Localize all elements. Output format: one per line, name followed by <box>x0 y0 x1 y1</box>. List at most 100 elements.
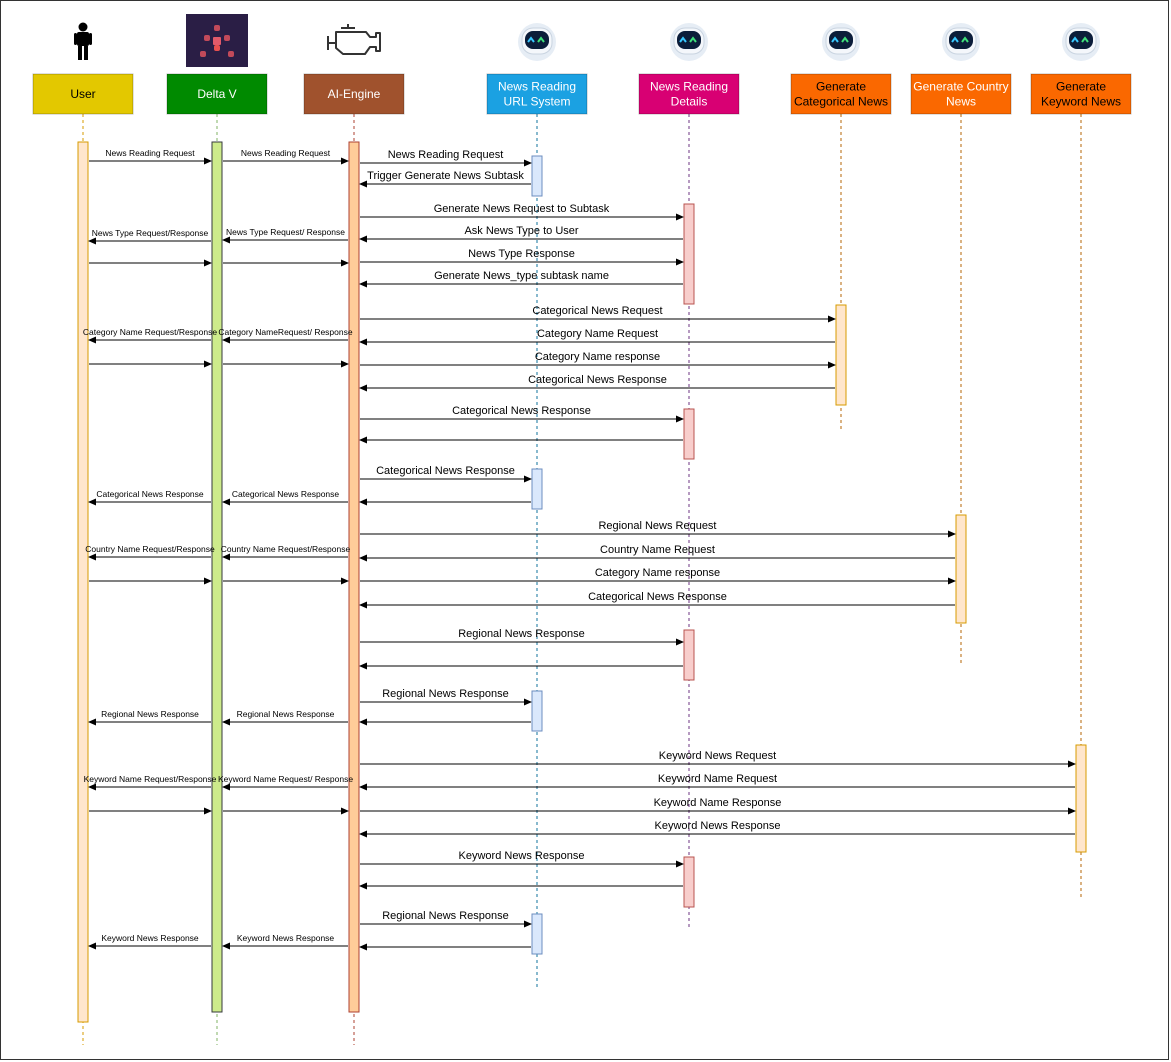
robot-icon <box>670 23 708 61</box>
message-arrow: Keyword News Response <box>360 850 684 868</box>
participant-ai[interactable]: AI-Engine <box>303 24 405 115</box>
participant-user[interactable]: User <box>32 22 134 115</box>
participant-label-details: Details <box>671 95 708 109</box>
message-arrow: Keyword Name Request/Response <box>84 774 217 791</box>
message-label: Category Name response <box>595 567 720 579</box>
participant-box-ai[interactable] <box>303 73 405 115</box>
activation-bar-country <box>955 514 967 624</box>
activation-bar-url <box>531 155 543 197</box>
message-label: News Type Request/ Response <box>226 227 345 237</box>
message-arrow: Categorical News Response <box>359 374 835 392</box>
participant-label-cat: Categorical News <box>794 95 888 109</box>
message-arrow: Category Name response <box>360 567 956 585</box>
message-arrow: Categorical News Response <box>360 405 684 423</box>
participant-label-url: News Reading <box>498 80 576 94</box>
message-arrow: Category Name Request <box>359 328 835 346</box>
participant-label-details: News Reading <box>650 80 728 94</box>
robot-icon <box>1062 23 1100 61</box>
message-arrow: Keyword Name Request/ Response <box>218 774 353 791</box>
message-label: Keyword News Response <box>237 933 335 943</box>
activation-bar-details <box>683 629 695 681</box>
message-arrow: Regional News Response <box>88 709 211 726</box>
message-label: Category NameRequest/ Response <box>218 327 352 337</box>
message-arrow: Categorical News Request <box>360 305 836 323</box>
message-arrow: Categorical News Response <box>360 465 532 483</box>
participant-box-details[interactable] <box>638 73 740 115</box>
participant-label-cat: Generate <box>816 80 866 94</box>
message-label: Categorical News Request <box>532 305 662 317</box>
participant-box-country[interactable] <box>910 73 1012 115</box>
message-label: Keyword Name Request <box>658 773 777 785</box>
message-label: Keyword Name Response <box>654 797 782 809</box>
activation-bar-cat <box>835 304 847 406</box>
message-arrow: Regional News Response <box>360 628 684 646</box>
participant-box-keyword[interactable] <box>1030 73 1132 115</box>
participant-label-country: News <box>946 95 976 109</box>
message-label: Category Name Request/Response <box>83 327 217 337</box>
message-label: News Reading Request <box>241 148 331 158</box>
message-label: Keyword News Response <box>101 933 199 943</box>
participant-label-deltav: Delta V <box>197 87 236 101</box>
message-label: Regional News Response <box>382 688 509 700</box>
message-label: Category Name Request <box>537 328 658 340</box>
message-arrow: Country Name Request <box>359 544 955 562</box>
message-arrow: Regional News Request <box>360 520 956 538</box>
message-label: Regional News Response <box>101 709 199 719</box>
message-label: Regional News Response <box>237 709 335 719</box>
message-arrow: Keyword Name Request <box>359 773 1075 791</box>
message-arrow: News Reading Request <box>223 148 349 165</box>
message-label: Keyword Name Request/ Response <box>218 774 353 784</box>
message-label: News Reading Request <box>388 149 504 161</box>
message-label: Country Name Request <box>600 544 715 556</box>
engine-icon <box>327 24 381 55</box>
message-arrow: Category Name Request/Response <box>83 327 217 344</box>
participant-box-url[interactable] <box>486 73 588 115</box>
activation-bar-deltav <box>211 141 223 1013</box>
message-arrow: Generate News Request to Subtask <box>360 203 684 221</box>
message-arrow: Keyword News Response <box>222 933 348 950</box>
message-label: Regional News Response <box>382 910 509 922</box>
participant-box-deltav[interactable] <box>166 73 268 115</box>
participant-box-cat[interactable] <box>790 73 892 115</box>
message-arrow: Category Name response <box>360 351 836 369</box>
message-arrow: Country Name Request/Response <box>221 544 351 561</box>
message-arrow: Trigger Generate News Subtask <box>359 170 531 188</box>
activation-bar-user <box>77 141 89 1023</box>
message-arrow: Regional News Response <box>360 910 532 928</box>
message-label: Categorical News Response <box>588 591 727 603</box>
message-arrow: Country Name Request/Response <box>85 544 215 561</box>
activation-bar-url <box>531 913 543 955</box>
message-arrow: Regional News Response <box>360 688 532 706</box>
activation-bar-details <box>683 856 695 908</box>
message-arrow: Keyword News Request <box>360 750 1076 768</box>
participant-label-keyword: Generate <box>1056 80 1106 94</box>
message-arrow: Regional News Response <box>222 709 348 726</box>
participant-box-user[interactable] <box>32 73 134 115</box>
robot-icon <box>822 23 860 61</box>
message-label: Keyword Name Request/Response <box>84 774 217 784</box>
message-label: Categorical News Response <box>452 405 591 417</box>
message-arrow: Keyword News Response <box>88 933 211 950</box>
message-arrow: News Type Request/ Response <box>222 227 348 244</box>
message-arrow: Categorical News Response <box>88 489 211 506</box>
message-label: Generate News_type subtask name <box>434 270 609 282</box>
participant-label-keyword: Keyword News <box>1041 95 1121 109</box>
message-arrow: Generate News_type subtask name <box>359 270 683 288</box>
message-label: Country Name Request/Response <box>221 544 351 554</box>
message-arrow: Keyword Name Response <box>360 797 1076 815</box>
participant-deltav[interactable]: Delta V <box>166 14 268 115</box>
message-label: Keyword News Request <box>659 750 776 762</box>
message-arrow: Ask News Type to User <box>359 225 683 243</box>
message-label: Categorical News Response <box>96 489 204 499</box>
activation-bar-ai <box>348 141 360 1013</box>
message-arrow: Categorical News Response <box>359 591 955 609</box>
message-arrow: Categorical News Response <box>222 489 348 506</box>
message-label: Categorical News Response <box>376 465 515 477</box>
